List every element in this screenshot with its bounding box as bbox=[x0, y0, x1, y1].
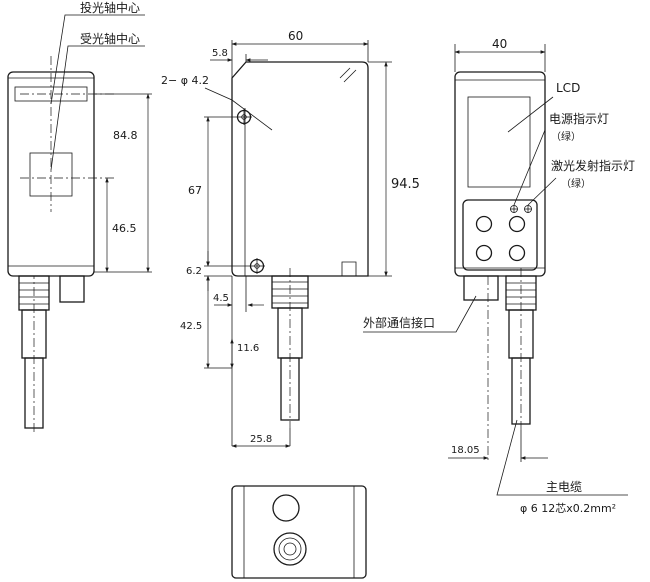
bottom-body-outline bbox=[231, 485, 367, 579]
power-indicator-label: 电源指示灯 bbox=[549, 111, 609, 126]
dim-5-8: 5.8 bbox=[212, 48, 228, 59]
button-panel bbox=[462, 199, 538, 271]
dim-6-2: 6.2 bbox=[186, 266, 202, 277]
dim-11-6: 11.6 bbox=[237, 343, 259, 354]
button-1 bbox=[475, 215, 493, 233]
emitter-center-label: 投光轴中心 bbox=[80, 0, 140, 15]
dim-18-05: 18.05 bbox=[451, 445, 480, 456]
back-body-outline bbox=[454, 71, 546, 277]
dim-46-5: 46.5 bbox=[112, 222, 137, 235]
dim-67: 67 bbox=[188, 184, 202, 197]
back-view: 40 LCD 电源指示灯 （绿） 激光发射指示灯 （绿） 外部通信接口 18.0… bbox=[363, 37, 635, 515]
dim-25-8: 25.8 bbox=[250, 434, 272, 445]
button-4 bbox=[508, 244, 526, 262]
power-indicator-color: （绿） bbox=[551, 130, 581, 143]
dim-4-5: 4.5 bbox=[213, 293, 229, 304]
dim-60: 60 bbox=[288, 29, 303, 43]
external-port-label: 外部通信接口 bbox=[363, 315, 435, 330]
cable-spec-label: φ 6 12芯x0.2mm² bbox=[520, 501, 616, 515]
lcd-window bbox=[467, 96, 531, 188]
front-connector-block bbox=[59, 275, 85, 303]
front-body-outline bbox=[7, 71, 95, 277]
side-view: 2− φ 4.2 60 5.8 94.5 67 6.2 bbox=[161, 29, 420, 448]
bottom-view bbox=[231, 485, 367, 579]
dim-94-5: 94.5 bbox=[391, 177, 420, 192]
bottom-cable-port bbox=[273, 532, 307, 566]
external-port bbox=[463, 275, 499, 301]
laser-indicator-color: （绿） bbox=[561, 177, 591, 190]
hole-spec-label: 2− φ 4.2 bbox=[161, 74, 209, 87]
dim-42-5: 42.5 bbox=[180, 321, 202, 332]
receiver-center-label: 受光轴中心 bbox=[80, 31, 140, 46]
dim-84-8: 84.8 bbox=[113, 129, 138, 142]
main-cable-label: 主电缆 bbox=[546, 480, 582, 494]
dim-40: 40 bbox=[492, 37, 507, 51]
bottom-connector-upper bbox=[272, 494, 300, 522]
button-3 bbox=[475, 244, 493, 262]
lcd-label: LCD bbox=[556, 81, 580, 95]
laser-indicator-label: 激光发射指示灯 bbox=[551, 158, 635, 173]
button-2 bbox=[508, 215, 526, 233]
front-view: 投光轴中心 受光轴中心 84.8 46.5 bbox=[7, 0, 152, 432]
side-body-outline bbox=[231, 61, 369, 277]
